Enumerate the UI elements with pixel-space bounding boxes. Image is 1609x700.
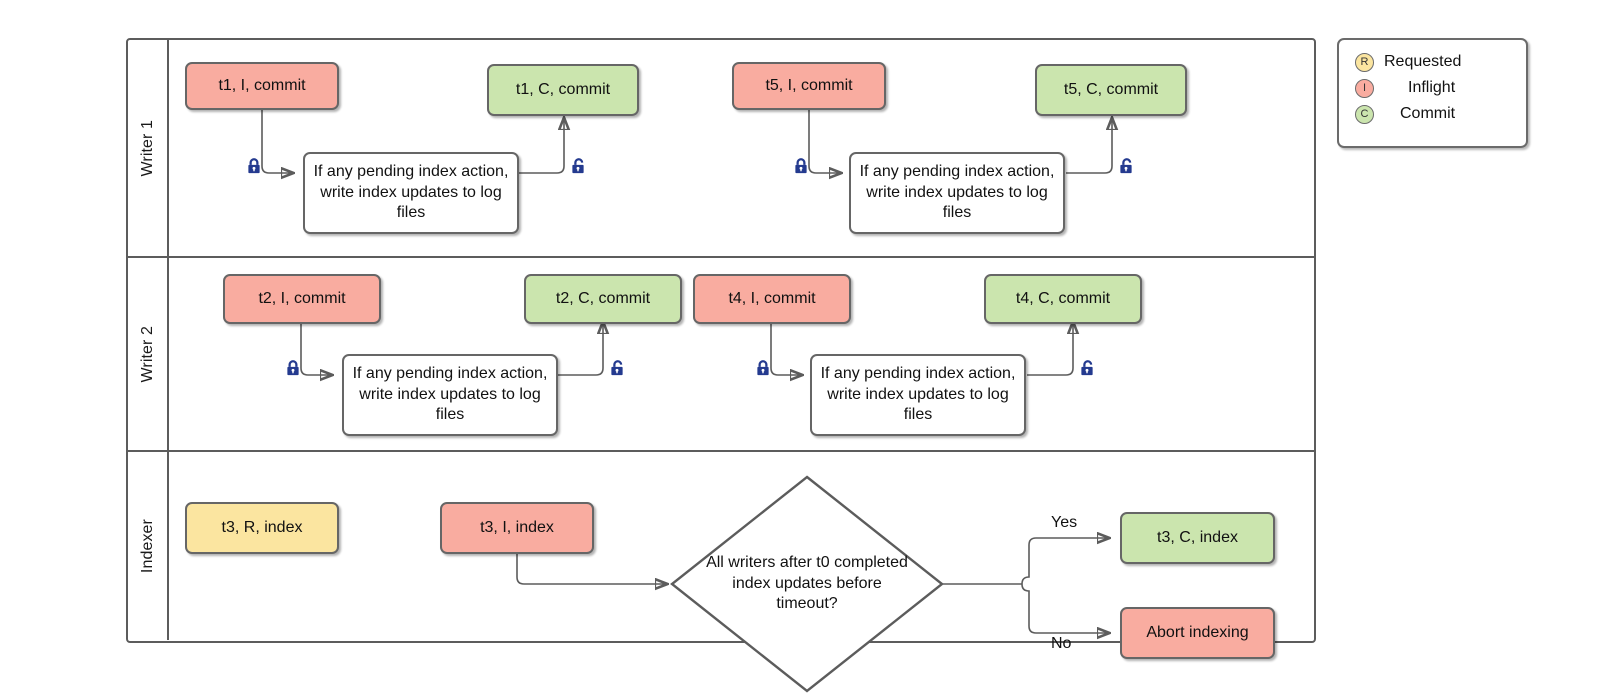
- writer-2-connectors: [300, 258, 1314, 450]
- lock-open-icon: [1081, 360, 1093, 376]
- decision-all-writers-completed[interactable]: All writers after t0 completed index upd…: [669, 474, 945, 694]
- lane-writer-2: Writer 2 t2, I, commit t2, C, commit t4,…: [128, 258, 1314, 452]
- legend-item-commit: C Commit: [1355, 101, 1516, 127]
- node-t5-inflight[interactable]: t5, I, commit: [732, 62, 886, 110]
- lane-label-writer-1: Writer 1: [138, 119, 156, 177]
- legend-label-inflight: Inflight: [1408, 79, 1456, 96]
- process-write-index-updates-left[interactable]: If any pending index action, write index…: [342, 354, 558, 436]
- lane-label-writer-2: Writer 2: [138, 325, 156, 383]
- legend-label-commit: Commit: [1400, 105, 1456, 122]
- node-t2-commit[interactable]: t2, C, commit: [524, 274, 682, 324]
- lane-header-indexer: Indexer: [128, 452, 169, 640]
- node-t3-requested[interactable]: t3, R, index: [185, 502, 339, 554]
- lane-label-indexer: Indexer: [138, 518, 156, 574]
- swimlane-pool: Writer 1: [126, 38, 1316, 693]
- lane-writer-1: Writer 1: [128, 40, 1314, 258]
- node-t4-inflight[interactable]: t4, I, commit: [693, 274, 851, 324]
- branch-label-yes: Yes: [1051, 514, 1078, 531]
- lock-open-icon: [1120, 158, 1132, 174]
- node-t1-inflight[interactable]: t1, I, commit: [185, 62, 339, 110]
- legend-item-requested: R Requested: [1355, 49, 1516, 75]
- legend: R Requested I Inflight C Commit: [1337, 38, 1528, 148]
- process-write-index-updates-left[interactable]: If any pending index action, write index…: [303, 152, 519, 234]
- legend-badge-inflight: I: [1355, 78, 1374, 98]
- branch-label-no: No: [1051, 635, 1072, 652]
- node-t1-commit[interactable]: t1, C, commit: [487, 64, 639, 116]
- lock-closed-icon: [757, 360, 769, 376]
- lane-body-writer-1: t1, I, commit t1, C, commit t5, I, commi…: [169, 40, 1314, 256]
- legend-badge-commit: C: [1355, 104, 1374, 124]
- lock-closed-icon: [795, 158, 807, 174]
- indexer-connectors: [516, 452, 1314, 640]
- lane-header-writer-1: Writer 1: [128, 40, 169, 256]
- lane-indexer: Indexer t3, R, index t3, I, index: [128, 452, 1314, 693]
- process-write-index-updates-right[interactable]: If any pending index action, write index…: [849, 152, 1065, 234]
- node-t3-inflight[interactable]: t3, I, index: [440, 502, 594, 554]
- lock-open-icon: [572, 158, 584, 174]
- node-t5-commit[interactable]: t5, C, commit: [1035, 64, 1187, 116]
- lock-closed-icon: [287, 360, 299, 376]
- node-t2-inflight[interactable]: t2, I, commit: [223, 274, 381, 324]
- node-abort-indexing[interactable]: Abort indexing: [1120, 607, 1275, 659]
- lane-body-indexer: t3, R, index t3, I, index All writers af…: [169, 452, 1314, 693]
- writer-1-connectors: [261, 110, 1314, 256]
- lane-header-writer-2: Writer 2: [128, 258, 169, 450]
- node-t3-commit[interactable]: t3, C, index: [1120, 512, 1275, 564]
- node-t4-commit[interactable]: t4, C, commit: [984, 274, 1142, 324]
- process-write-index-updates-right[interactable]: If any pending index action, write index…: [810, 354, 1026, 436]
- legend-badge-requested: R: [1355, 52, 1374, 72]
- lane-body-writer-2: t2, I, commit t2, C, commit t4, I, commi…: [169, 258, 1314, 450]
- legend-item-inflight: I Inflight: [1355, 75, 1516, 101]
- legend-label-requested: Requested: [1384, 53, 1462, 70]
- lock-closed-icon: [248, 158, 260, 174]
- lock-open-icon: [611, 360, 623, 376]
